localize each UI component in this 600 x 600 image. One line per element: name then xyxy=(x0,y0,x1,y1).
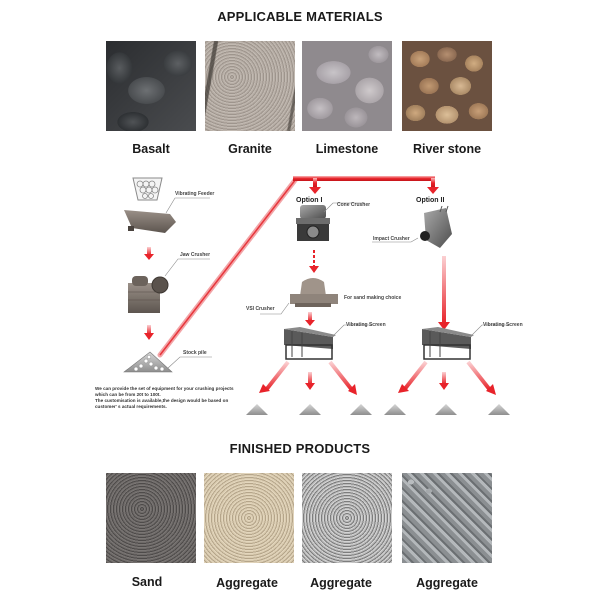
finished-products-title: FINISHED PRODUCTS xyxy=(229,441,371,456)
sand-label: Sand xyxy=(131,575,163,589)
aggregate-fine-image xyxy=(204,473,294,563)
screen-2-output-arrows xyxy=(398,360,496,395)
note-line-3: The customisation is available,the desig… xyxy=(95,398,229,403)
vibrating-screen-1-icon xyxy=(284,324,372,360)
screen-1-output-arrows xyxy=(259,360,357,395)
limestone-image xyxy=(302,41,392,131)
stock-pile-icon xyxy=(123,351,212,373)
vibrating-screen-2-icon xyxy=(422,324,510,360)
vibrating-feeder-icon xyxy=(124,177,210,233)
product-piles xyxy=(246,404,510,415)
river-stone-label: River stone xyxy=(412,142,482,156)
vsi-crusher-icon xyxy=(260,278,338,315)
vsi-crusher-label: VSI Crusher xyxy=(246,306,275,312)
impact-crusher-icon xyxy=(372,205,452,248)
jaw-crusher-icon xyxy=(128,258,210,313)
granite-label: Granite xyxy=(228,142,272,156)
sand-image xyxy=(106,473,196,563)
aggregate-fine-label: Aggregate xyxy=(216,576,278,590)
aggregate-medium-image xyxy=(302,473,392,563)
note-line-4: customer' s actual requirements. xyxy=(95,404,167,409)
aggregate-coarse-label: Aggregate xyxy=(416,576,478,590)
vibrating-feeder-label: Vibrating Feeder xyxy=(175,191,215,197)
aggregate-medium-label: Aggregate xyxy=(310,576,372,590)
basalt-image xyxy=(106,41,196,131)
vibrating-screen-1-label: Vibrating Screen xyxy=(346,322,386,328)
cone-crusher-icon xyxy=(296,202,365,241)
granite-image xyxy=(205,41,295,131)
option-1-label: Option I xyxy=(296,197,323,204)
river-stone-image xyxy=(402,41,492,131)
option-2-label: Option II xyxy=(416,197,445,204)
basalt-label: Basalt xyxy=(132,142,170,156)
sand-making-choice-label: For sand making choice xyxy=(344,295,402,301)
stock-pile-label: Stock pile xyxy=(183,350,207,356)
vibrating-screen-2-label: Vibrating Screen xyxy=(483,322,523,328)
cone-crusher-label: Cone Crusher xyxy=(337,202,371,208)
note-line-1: We can provide the set of equipment for … xyxy=(95,386,234,391)
aggregate-coarse-image xyxy=(402,473,492,563)
limestone-label: Limestone xyxy=(315,142,379,156)
applicable-materials-title: APPLICABLE MATERIALS xyxy=(217,9,383,24)
capacity-note: We can provide the set of equipment for … xyxy=(95,386,275,410)
jaw-crusher-label: Jaw Crusher xyxy=(180,252,211,258)
impact-crusher-label: Impact Crusher xyxy=(373,236,410,242)
note-line-2: which can be from 20t to 100t. xyxy=(95,392,161,397)
main-conveyor-arrow xyxy=(157,176,439,358)
